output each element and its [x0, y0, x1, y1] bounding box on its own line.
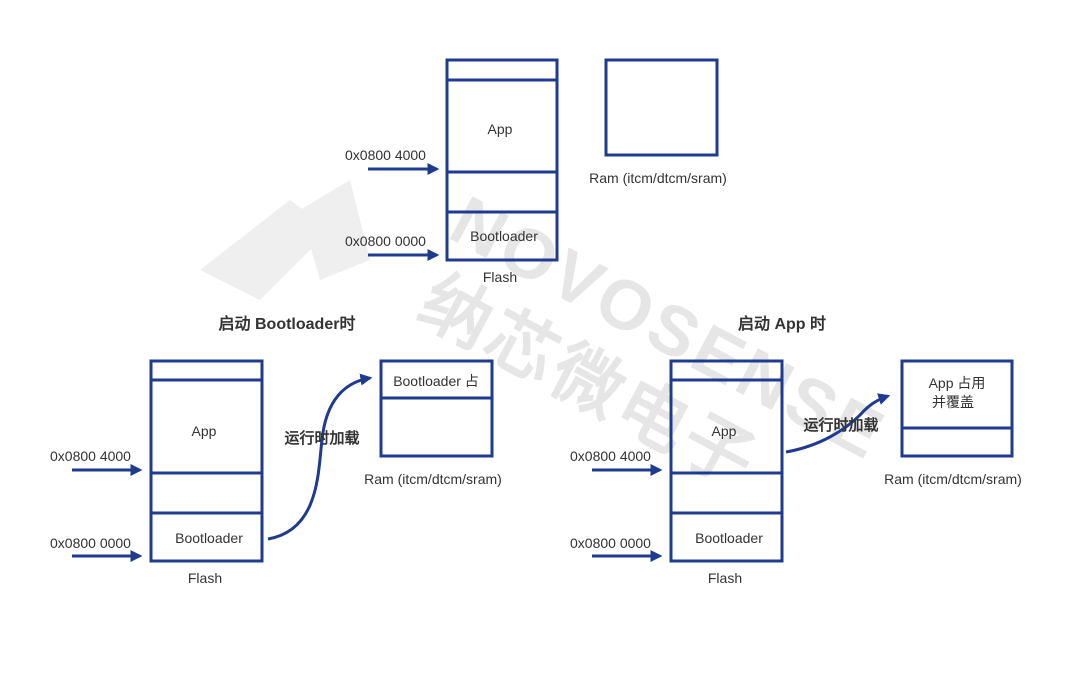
right-runtime-load-label: 运行时加载 — [803, 416, 878, 434]
right-app-label: App — [712, 423, 737, 439]
right-flash-caption: Flash — [708, 570, 742, 586]
left-runtime-load-label: 运行时加载 — [284, 429, 359, 447]
right-addr-low: 0x0800 0000 — [570, 535, 651, 551]
right-addr-high: 0x0800 4000 — [570, 448, 651, 464]
right-ram-caption: Ram (itcm/dtcm/sram) — [884, 471, 1022, 487]
top-flash-caption: Flash — [483, 269, 517, 285]
right-title: 启动 App 时 — [738, 314, 826, 333]
top-addr-low: 0x0800 0000 — [345, 233, 426, 249]
top-app-label: App — [488, 121, 513, 137]
left-ram-content: Bootloader 占 — [393, 373, 479, 389]
left-ram-block — [379, 359, 494, 458]
top-addr-high: 0x0800 4000 — [345, 147, 426, 163]
top-flash-block — [445, 58, 559, 262]
left-load-arrow — [267, 373, 373, 541]
left-title: 启动 Bootloader时 — [219, 314, 356, 333]
right-ram-block — [900, 359, 1014, 458]
left-flash-block — [149, 359, 264, 563]
left-addr-high: 0x0800 4000 — [50, 448, 131, 464]
left-bootloader-label: Bootloader — [175, 530, 243, 546]
right-bootloader-label: Bootloader — [695, 530, 763, 546]
top-ram-caption: Ram (itcm/dtcm/sram) — [589, 170, 727, 186]
left-flash-caption: Flash — [188, 570, 222, 586]
left-app-label: App — [192, 423, 217, 439]
right-ram-line2: 并覆盖 — [932, 394, 974, 410]
right-load-arrow — [785, 393, 891, 454]
left-addr-low: 0x0800 0000 — [50, 535, 131, 551]
watermark-logo — [200, 180, 370, 300]
top-bootloader-label: Bootloader — [470, 228, 538, 244]
right-ram-line1: App 占用 — [929, 375, 986, 391]
right-flash-block — [669, 359, 784, 563]
left-ram-caption: Ram (itcm/dtcm/sram) — [364, 471, 502, 487]
top-ram-block — [604, 58, 719, 157]
